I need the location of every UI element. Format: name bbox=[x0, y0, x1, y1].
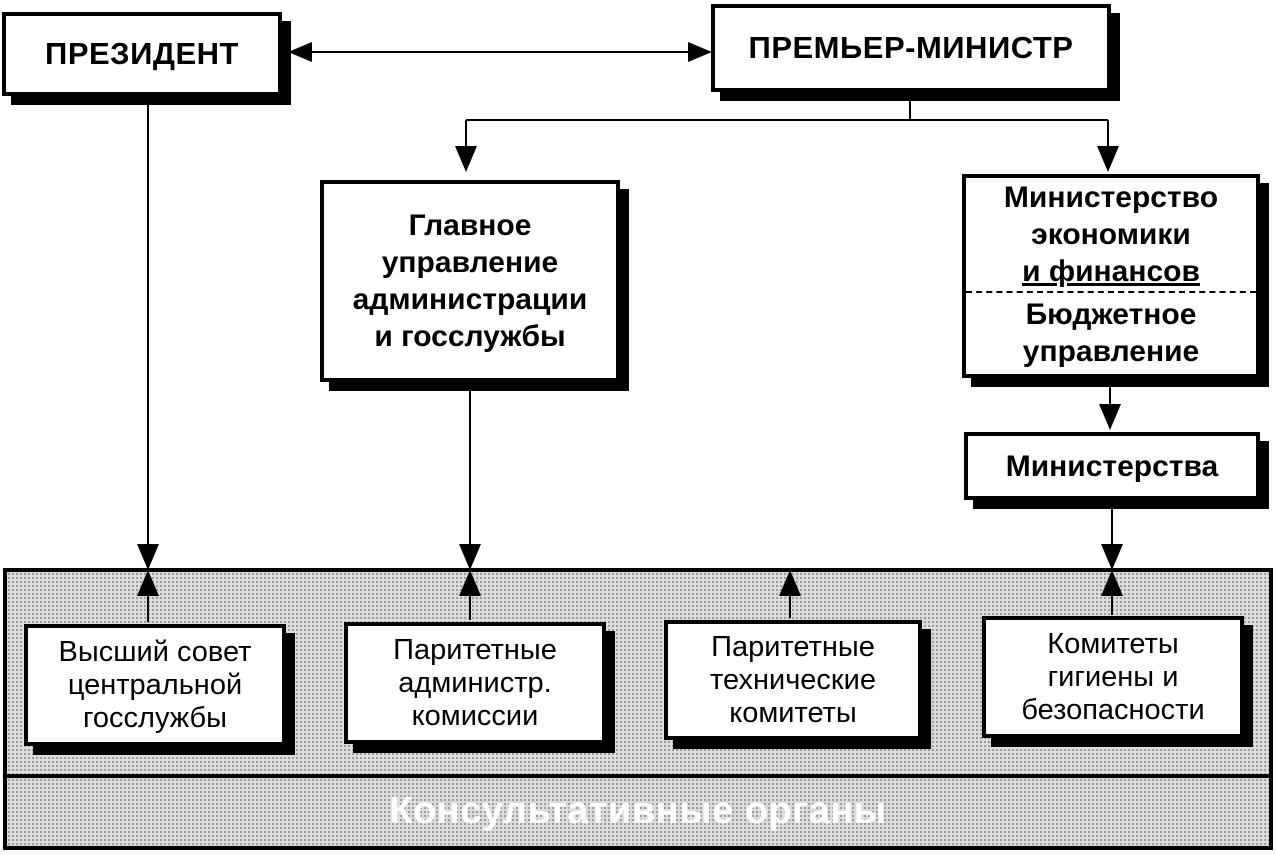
arrowhead-to-ministries bbox=[1099, 404, 1121, 430]
arrowhead-commissions-up bbox=[459, 570, 481, 596]
ministries-label: Министерства bbox=[1005, 449, 1219, 483]
arrowhead-to-ministry-econ bbox=[1097, 146, 1119, 172]
arrowhead-president-down bbox=[137, 544, 159, 570]
commissions-box: Паритетные администр. комиссии bbox=[344, 622, 606, 744]
budget-divider bbox=[966, 291, 1256, 293]
arrowhead-technical-up bbox=[779, 570, 801, 596]
hygiene-committees-box: Комитеты гигиены и безопасности bbox=[982, 616, 1244, 738]
technical-committees-box: Паритетные технические комитеты bbox=[664, 620, 922, 740]
president-label: ПРЕЗИДЕНТ bbox=[45, 36, 239, 71]
technical-committees-label: Паритетные технические комитеты bbox=[710, 630, 876, 729]
consultative-label-strip: Консультативные органы bbox=[3, 774, 1273, 850]
arrowhead-right bbox=[688, 42, 712, 62]
ministries-box: Министерства bbox=[964, 432, 1260, 500]
prime-minister-box: ПРЕМЬЕР-МИНИСТР bbox=[711, 4, 1111, 92]
arrowhead-ministries-down bbox=[1101, 544, 1123, 570]
arrowhead-council-up bbox=[137, 570, 159, 596]
president-box: ПРЕЗИДЕНТ bbox=[2, 12, 282, 96]
arrowhead-hygiene-up bbox=[1101, 570, 1123, 596]
consultative-label: Консультативные органы bbox=[389, 790, 887, 832]
directorate-label: Главное управление администрации и госсл… bbox=[352, 209, 588, 353]
ministry-econ-label: Министерство экономики и финансов bbox=[1003, 180, 1219, 288]
prime-minister-label: ПРЕМЬЕР-МИНИСТР bbox=[748, 30, 1074, 65]
arrowhead-to-directorate bbox=[455, 146, 477, 172]
ministry-econ-box: Министерство экономики и финансов Бюджет… bbox=[962, 174, 1260, 378]
council-label: Высший совет центральной госслужбы bbox=[58, 635, 252, 734]
hygiene-committees-label: Комитеты гигиены и безопасности bbox=[1021, 627, 1205, 726]
budget-office-label: Бюджетное управление bbox=[1022, 297, 1200, 368]
arrowhead-directorate-down bbox=[459, 544, 481, 570]
arrowhead-left bbox=[288, 42, 312, 62]
council-box: Высший совет центральной госслужбы bbox=[24, 624, 286, 746]
directorate-box: Главное управление администрации и госсл… bbox=[320, 180, 620, 382]
commissions-label: Паритетные администр. комиссии bbox=[393, 633, 557, 732]
